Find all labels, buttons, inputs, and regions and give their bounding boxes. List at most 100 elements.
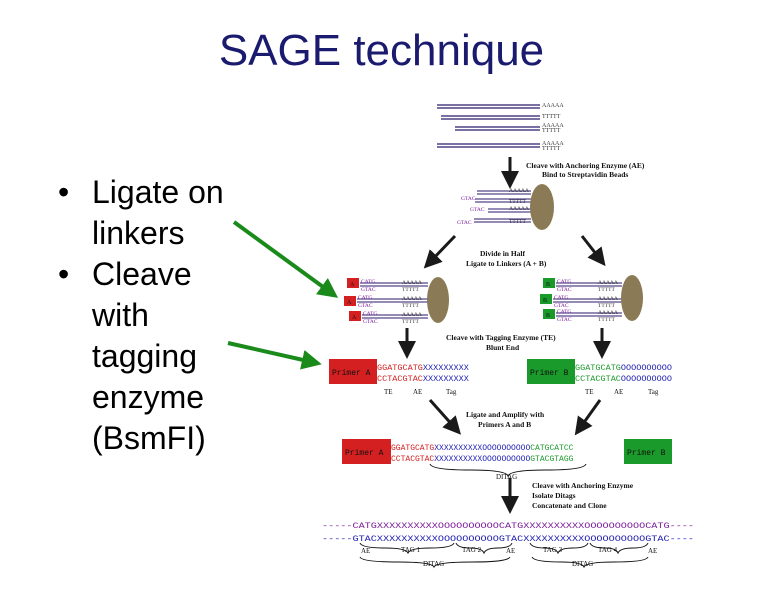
ditag-row: Primer A Primer B GGATGCATGXXXXXXXXXXOOO… (342, 439, 672, 481)
svg-text:TAG 1: TAG 1 (401, 546, 421, 554)
svg-text:GGATGCATGOOOOOOOOOO: GGATGCATGOOOOOOOOOO (575, 363, 672, 373)
process-arrow (574, 399, 602, 436)
bullet-line: linkers (92, 215, 185, 251)
svg-text:Cleave with Anchoring Enzyme (: Cleave with Anchoring Enzyme (AE) (526, 161, 645, 170)
svg-text:AE: AE (413, 388, 422, 396)
svg-text:B: B (543, 298, 547, 304)
polyt-label: TTTTT (542, 146, 561, 152)
svg-text:GGATGCATGXXXXXXXXX: GGATGCATGXXXXXXXXX (377, 363, 469, 373)
bullet-list: • Ligate on linkers • Cleave with taggin… (58, 172, 258, 459)
svg-text:DITAG: DITAG (496, 473, 517, 481)
svg-text:CATG: CATG (554, 295, 568, 301)
gtac-label: GTAC (461, 196, 476, 202)
svg-text:GTAC: GTAC (557, 317, 572, 323)
svg-text:AAAAA: AAAAA (598, 280, 618, 286)
svg-text:AAAAA: AAAAA (402, 296, 422, 302)
svg-text:Cleave with Tagging Enzyme (TE: Cleave with Tagging Enzyme (TE) (446, 333, 556, 342)
polyt-label: TTTTT (542, 114, 561, 120)
tagged-fragment-a: Primer A GGATGCATGXXXXXXXXX CCTACGTACXXX… (329, 359, 469, 396)
step5-label: Cleave with Anchoring Enzyme Isolate Dit… (532, 481, 634, 510)
pointer-arrow (227, 341, 322, 370)
svg-text:GGATGCATGXXXXXXXXXXOOOOOOOOOOC: GGATGCATGXXXXXXXXXXOOOOOOOOOOCATGCATCC (391, 444, 574, 453)
svg-text:Concatenate and Clone: Concatenate and Clone (532, 501, 607, 510)
svg-text:AE: AE (648, 547, 657, 555)
bullet-item-ligate: • Ligate on linkers (58, 172, 258, 254)
bullet-line: enzyme (92, 379, 205, 415)
svg-text:CATG: CATG (361, 279, 375, 285)
svg-text:A: A (350, 282, 355, 288)
svg-text:Isolate Ditags: Isolate Ditags (532, 491, 576, 500)
svg-text:TTTTT: TTTTT (402, 303, 419, 309)
svg-text:AAAAA: AAAAA (598, 296, 618, 302)
svg-text:DITAG: DITAG (423, 560, 444, 568)
step1-label: Cleave with Anchoring Enzyme (AE) Bind t… (526, 161, 645, 179)
svg-text:TTTTT: TTTTT (509, 199, 526, 205)
svg-text:B: B (546, 282, 550, 288)
svg-text:TE: TE (384, 388, 393, 396)
mrna-strands (437, 104, 540, 148)
svg-text:TAG 2: TAG 2 (462, 546, 482, 554)
streptavidin-bead (530, 184, 554, 230)
svg-text:Cleave with Anchoring Enzyme: Cleave with Anchoring Enzyme (532, 481, 634, 490)
step3-label: Cleave with Tagging Enzyme (TE) Blunt En… (446, 333, 556, 352)
bullet-line: with (92, 297, 149, 333)
svg-text:A: A (352, 315, 357, 321)
pointer-arrow (232, 220, 339, 298)
svg-text:B: B (546, 313, 550, 319)
bullet-line: (BsmFI) (92, 420, 206, 456)
svg-text:TTTTT: TTTTT (598, 287, 615, 293)
svg-text:Blunt End: Blunt End (486, 343, 520, 352)
primer-b-label: Primer B (530, 369, 569, 378)
svg-text:A: A (347, 300, 352, 306)
svg-text:TE: TE (585, 388, 594, 396)
bullet-dot-icon: • (58, 256, 70, 292)
svg-text:Primers A and B: Primers A and B (478, 420, 531, 429)
svg-text:-----CATGXXXXXXXXXXOOOOOOOOOOC: -----CATGXXXXXXXXXXOOOOOOOOOOCATGXXXXXXX… (322, 522, 694, 531)
slide-title: SAGE technique (218, 26, 545, 75)
polya-label: AAAAA (542, 123, 564, 129)
streptavidin-bead (427, 277, 449, 323)
svg-text:AAAAA: AAAAA (402, 312, 422, 318)
process-arrow (580, 235, 606, 267)
svg-text:AAAAA: AAAAA (402, 280, 422, 286)
mrna-polya-labels: AAAAA TTTTT AAAAA TTTTT AAAAA TTTTT (542, 103, 564, 152)
bullet-line: tagging (92, 338, 197, 374)
svg-text:CATG: CATG (363, 311, 377, 317)
bullet-line: Cleave (92, 256, 192, 292)
process-arrow (423, 234, 457, 269)
svg-text:AE: AE (361, 547, 370, 555)
svg-text:TTTTT: TTTTT (509, 219, 526, 225)
primer-a-label: Primer A (332, 369, 371, 378)
step4-label: Ligate and Amplify with Primers A and B (466, 410, 545, 429)
svg-text:CATG: CATG (557, 309, 571, 315)
svg-text:GTAC: GTAC (554, 303, 569, 309)
svg-text:GTAC: GTAC (358, 303, 373, 309)
svg-text:TAG 4: TAG 4 (598, 546, 618, 554)
primer-b-label: Primer B (627, 449, 666, 458)
svg-text:AE: AE (506, 547, 515, 555)
bead-group-1: GTAC GTAC GTAC AAAAA TTTTT AAAAA TTTTT (457, 184, 554, 230)
svg-text:Tag: Tag (446, 388, 457, 396)
streptavidin-bead (621, 275, 643, 321)
svg-text:TTTTT: TTTTT (402, 287, 419, 293)
tagged-fragment-b: Primer B GGATGCATGOOOOOOOOOO CCTACGTACOO… (527, 359, 672, 396)
svg-text:TAG 3: TAG 3 (543, 546, 563, 554)
svg-text:Ligate and Amplify with: Ligate and Amplify with (466, 410, 545, 419)
svg-text:Tag: Tag (648, 388, 659, 396)
process-arrow (428, 399, 461, 435)
bullet-line: Ligate on (92, 174, 224, 210)
svg-text:TTTTT: TTTTT (598, 317, 615, 323)
svg-text:Ligate to Linkers (A + B): Ligate to Linkers (A + B) (466, 259, 547, 268)
gtac-label: GTAC (470, 207, 485, 213)
svg-text:DITAG: DITAG (572, 560, 593, 568)
svg-text:Divide in Half: Divide in Half (480, 249, 526, 258)
svg-text:GTAC: GTAC (361, 287, 376, 293)
svg-text:CATG: CATG (557, 279, 571, 285)
concatemer: -----CATGXXXXXXXXXXOOOOOOOOOOCATGXXXXXXX… (322, 522, 694, 569)
svg-text:CCTACGTACOOOOOOOOOO: CCTACGTACOOOOOOOOOO (575, 374, 672, 384)
svg-text:CATG: CATG (358, 295, 372, 301)
bullet-item-cleave: • Cleave with tagging enzyme (BsmFI) (58, 254, 258, 459)
